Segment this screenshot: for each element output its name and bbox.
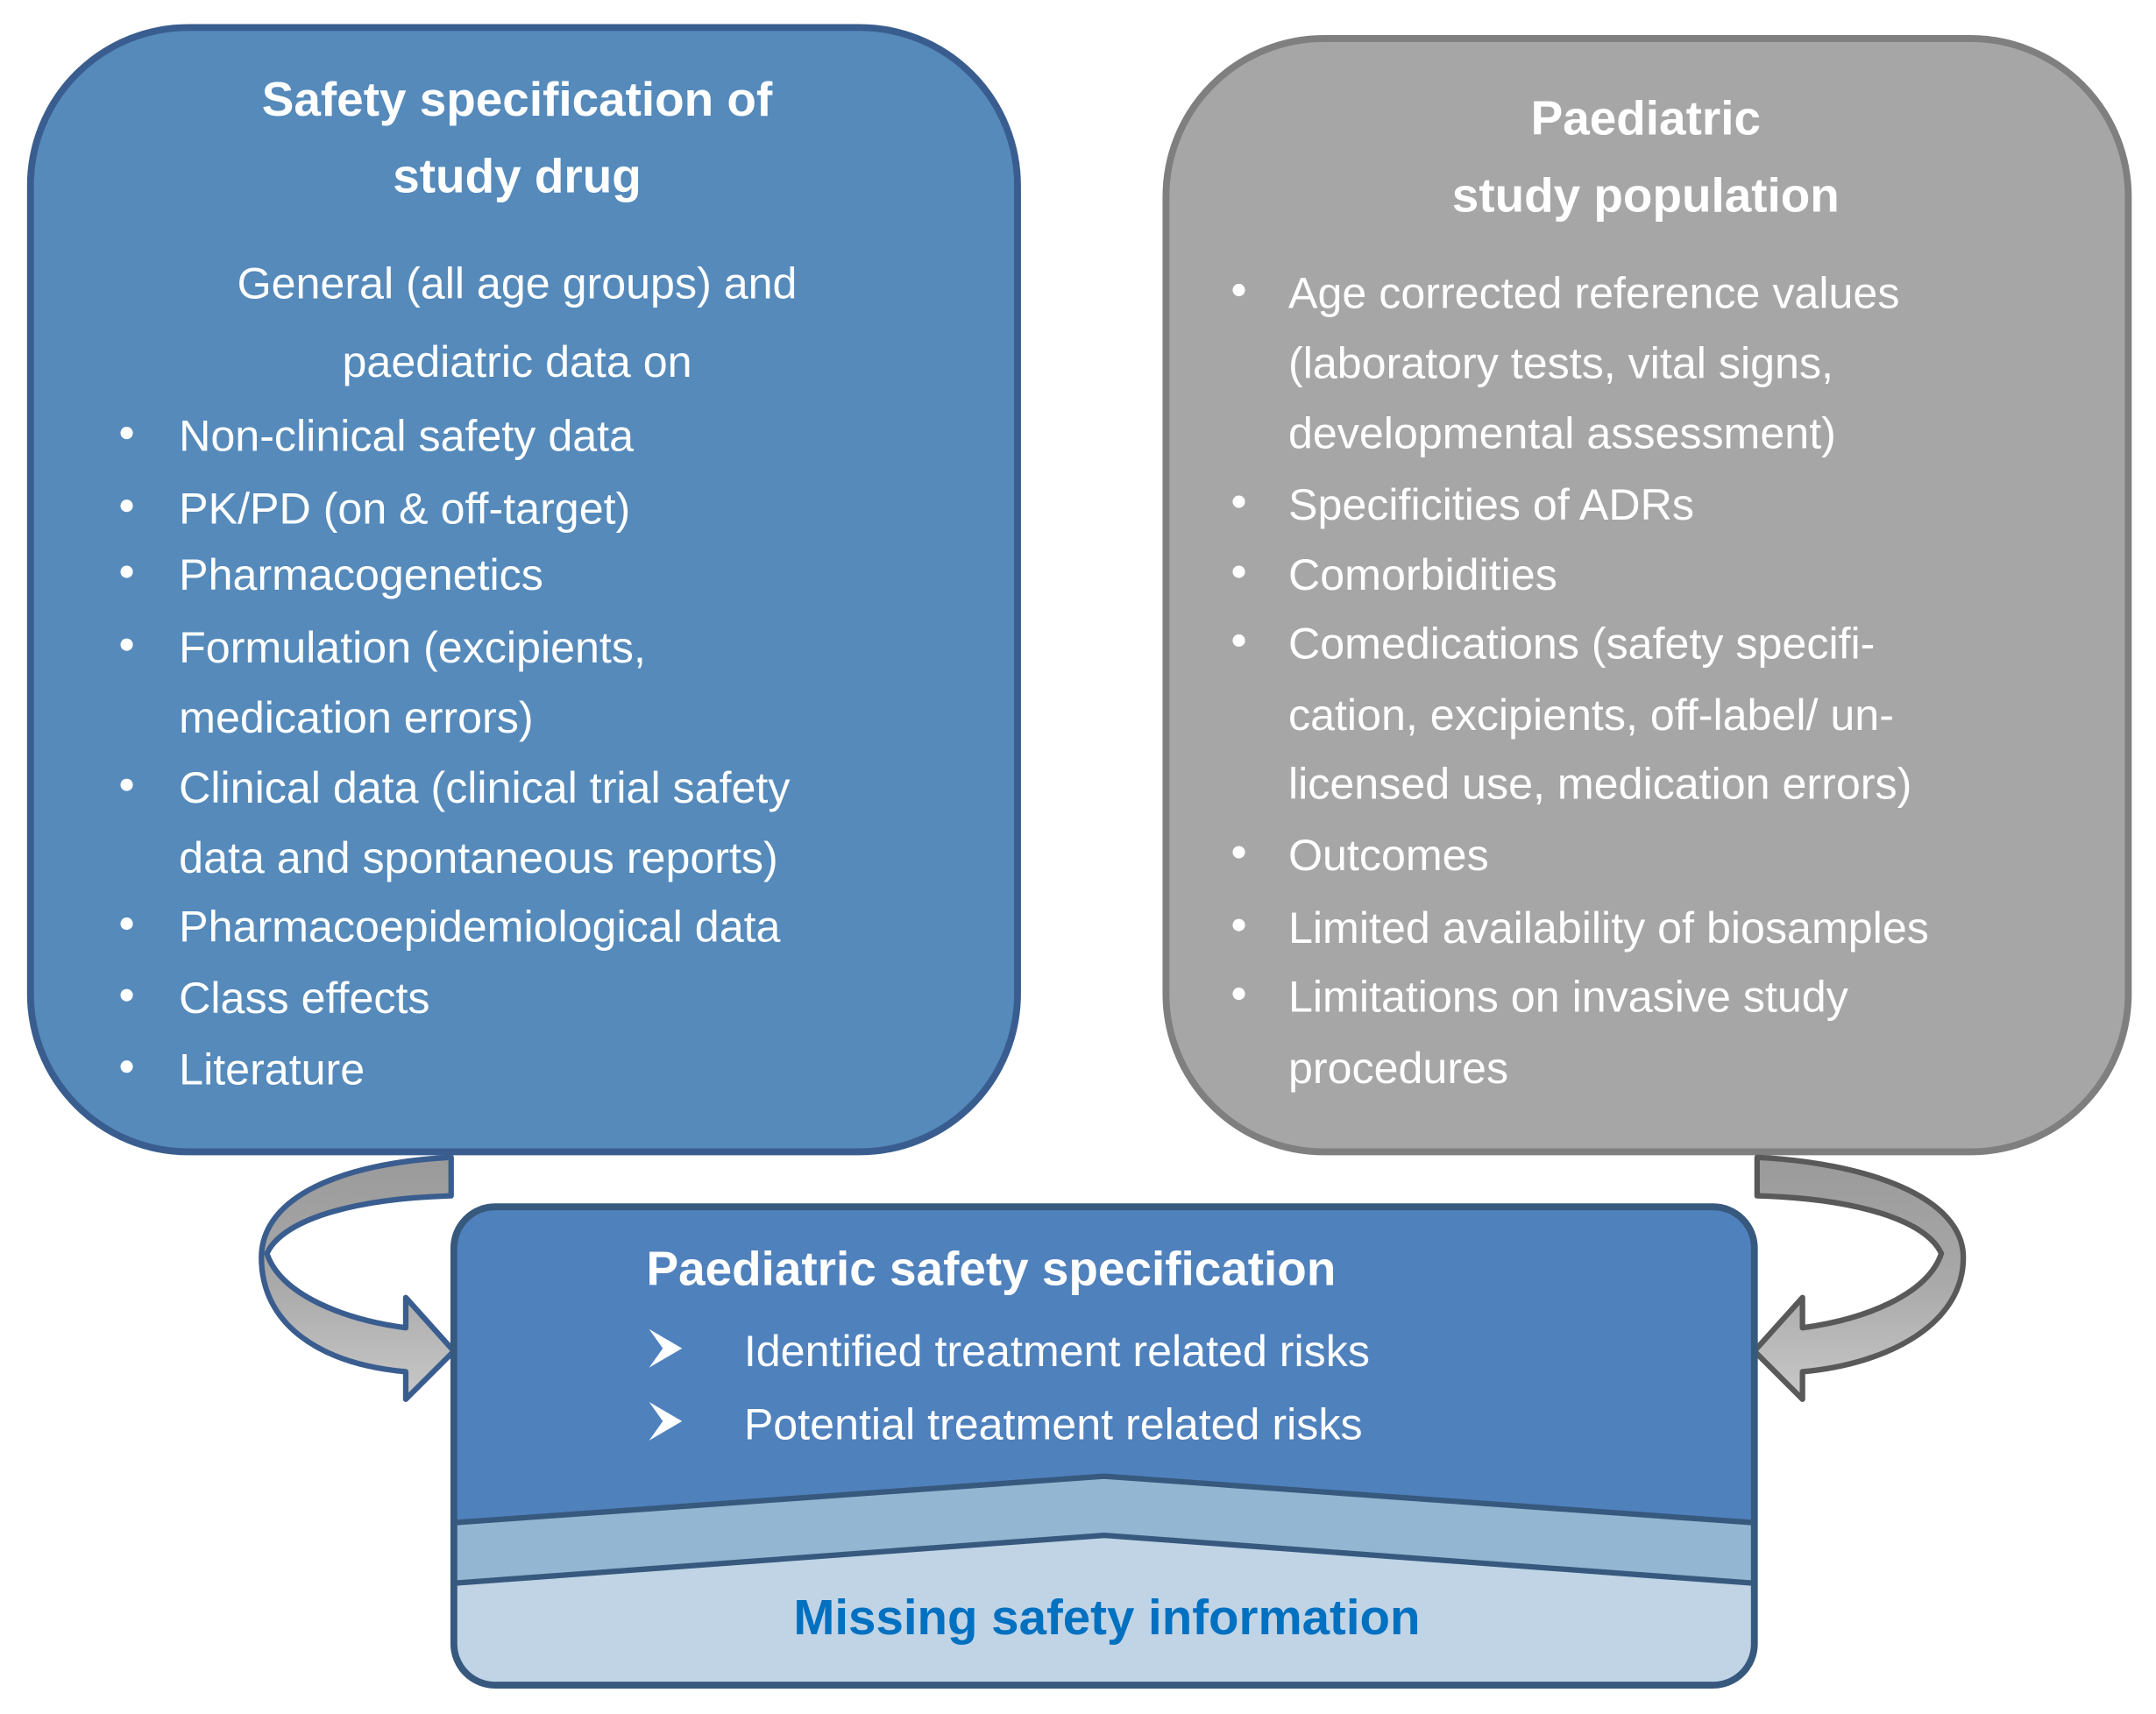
bullet-dot-icon	[1232, 283, 1245, 297]
population-box-bullet: (laboratory tests, vital signs,	[1288, 338, 1833, 387]
drug-box-title: Safety specification of	[262, 72, 773, 126]
bullet-dot-icon	[120, 1060, 133, 1073]
population-box-bullet: procedures	[1288, 1044, 1508, 1093]
drug-box-bullet: Formulation (excipients,	[179, 623, 646, 672]
population-box-bullet: Limitations on invasive study	[1288, 972, 1848, 1021]
bullet-dot-icon	[120, 427, 133, 440]
population-box-title: study population	[1452, 168, 1840, 223]
missing-safety-label: Missing safety information	[793, 1590, 1420, 1645]
drug-box-bullet: Non-clinical safety data	[179, 411, 634, 460]
bullet-dot-icon	[120, 988, 133, 1002]
population-box-bullet: cation, excipients, off-label/ un-	[1288, 691, 1894, 740]
drug-box-intro: General (all age groups) and	[238, 259, 798, 308]
population-box-bullet: Comorbidities	[1288, 550, 1557, 599]
population-box-bullet: licensed use, medication errors)	[1288, 759, 1911, 808]
bullet-dot-icon	[120, 499, 133, 513]
drug-box-bullet: Clinical data (clinical trial safety	[179, 763, 790, 812]
curved-arrow-icon	[259, 1154, 457, 1402]
population-box-bullet: Age corrected reference values	[1288, 268, 1899, 317]
arrowhead-bullet-icon	[649, 1401, 683, 1441]
drug-box-bullet: Pharmacoepidemiological data	[179, 902, 780, 951]
bullet-dot-icon	[1232, 846, 1245, 859]
bullet-dot-icon	[1232, 495, 1245, 508]
curved-arrow-icon	[1751, 1154, 1967, 1402]
bullet-dot-icon	[120, 638, 133, 651]
drug-box-bullet: data and spontaneous reports)	[179, 833, 778, 882]
drug-safety-box	[26, 24, 1021, 1156]
drug-box-intro: paediatric data on	[343, 337, 692, 386]
result-item: Identified treatment related risks	[744, 1327, 1370, 1376]
bullet-dot-icon	[120, 565, 133, 578]
population-box	[1162, 34, 2132, 1156]
population-box-bullet: Outcomes	[1288, 831, 1489, 880]
drug-box-bullet: PK/PD (on & off-target)	[179, 485, 630, 534]
bullet-dot-icon	[120, 778, 133, 791]
result-title: Paediatric safety specification	[646, 1242, 1336, 1296]
arrowhead-bullet-icon	[649, 1328, 683, 1368]
population-box-title: Paediatric	[1531, 91, 1761, 145]
population-box-bullet: developmental assessment)	[1288, 408, 1836, 457]
paediatric-safety-specification-box	[450, 1203, 1758, 1689]
population-box-bullet: Comedications (safety specifi-	[1288, 619, 1875, 668]
bullet-dot-icon	[1232, 988, 1245, 1001]
bullet-dot-icon	[1232, 634, 1245, 648]
bullet-dot-icon	[1232, 918, 1245, 931]
bullet-dot-icon	[1232, 565, 1245, 578]
drug-box-bullet: Class effects	[179, 974, 429, 1023]
drug-box-bullet: medication errors)	[179, 693, 533, 742]
drug-box-bullet: Literature	[179, 1045, 365, 1094]
drug-box-title: study drug	[393, 149, 642, 203]
population-box-bullet: Specificities of ADRs	[1288, 480, 1694, 529]
population-box-bullet: Limited availability of biosamples	[1288, 903, 1929, 953]
result-item: Potential treatment related risks	[744, 1399, 1363, 1448]
bullet-dot-icon	[120, 917, 133, 931]
drug-box-bullet: Pharmacogenetics	[179, 550, 543, 599]
